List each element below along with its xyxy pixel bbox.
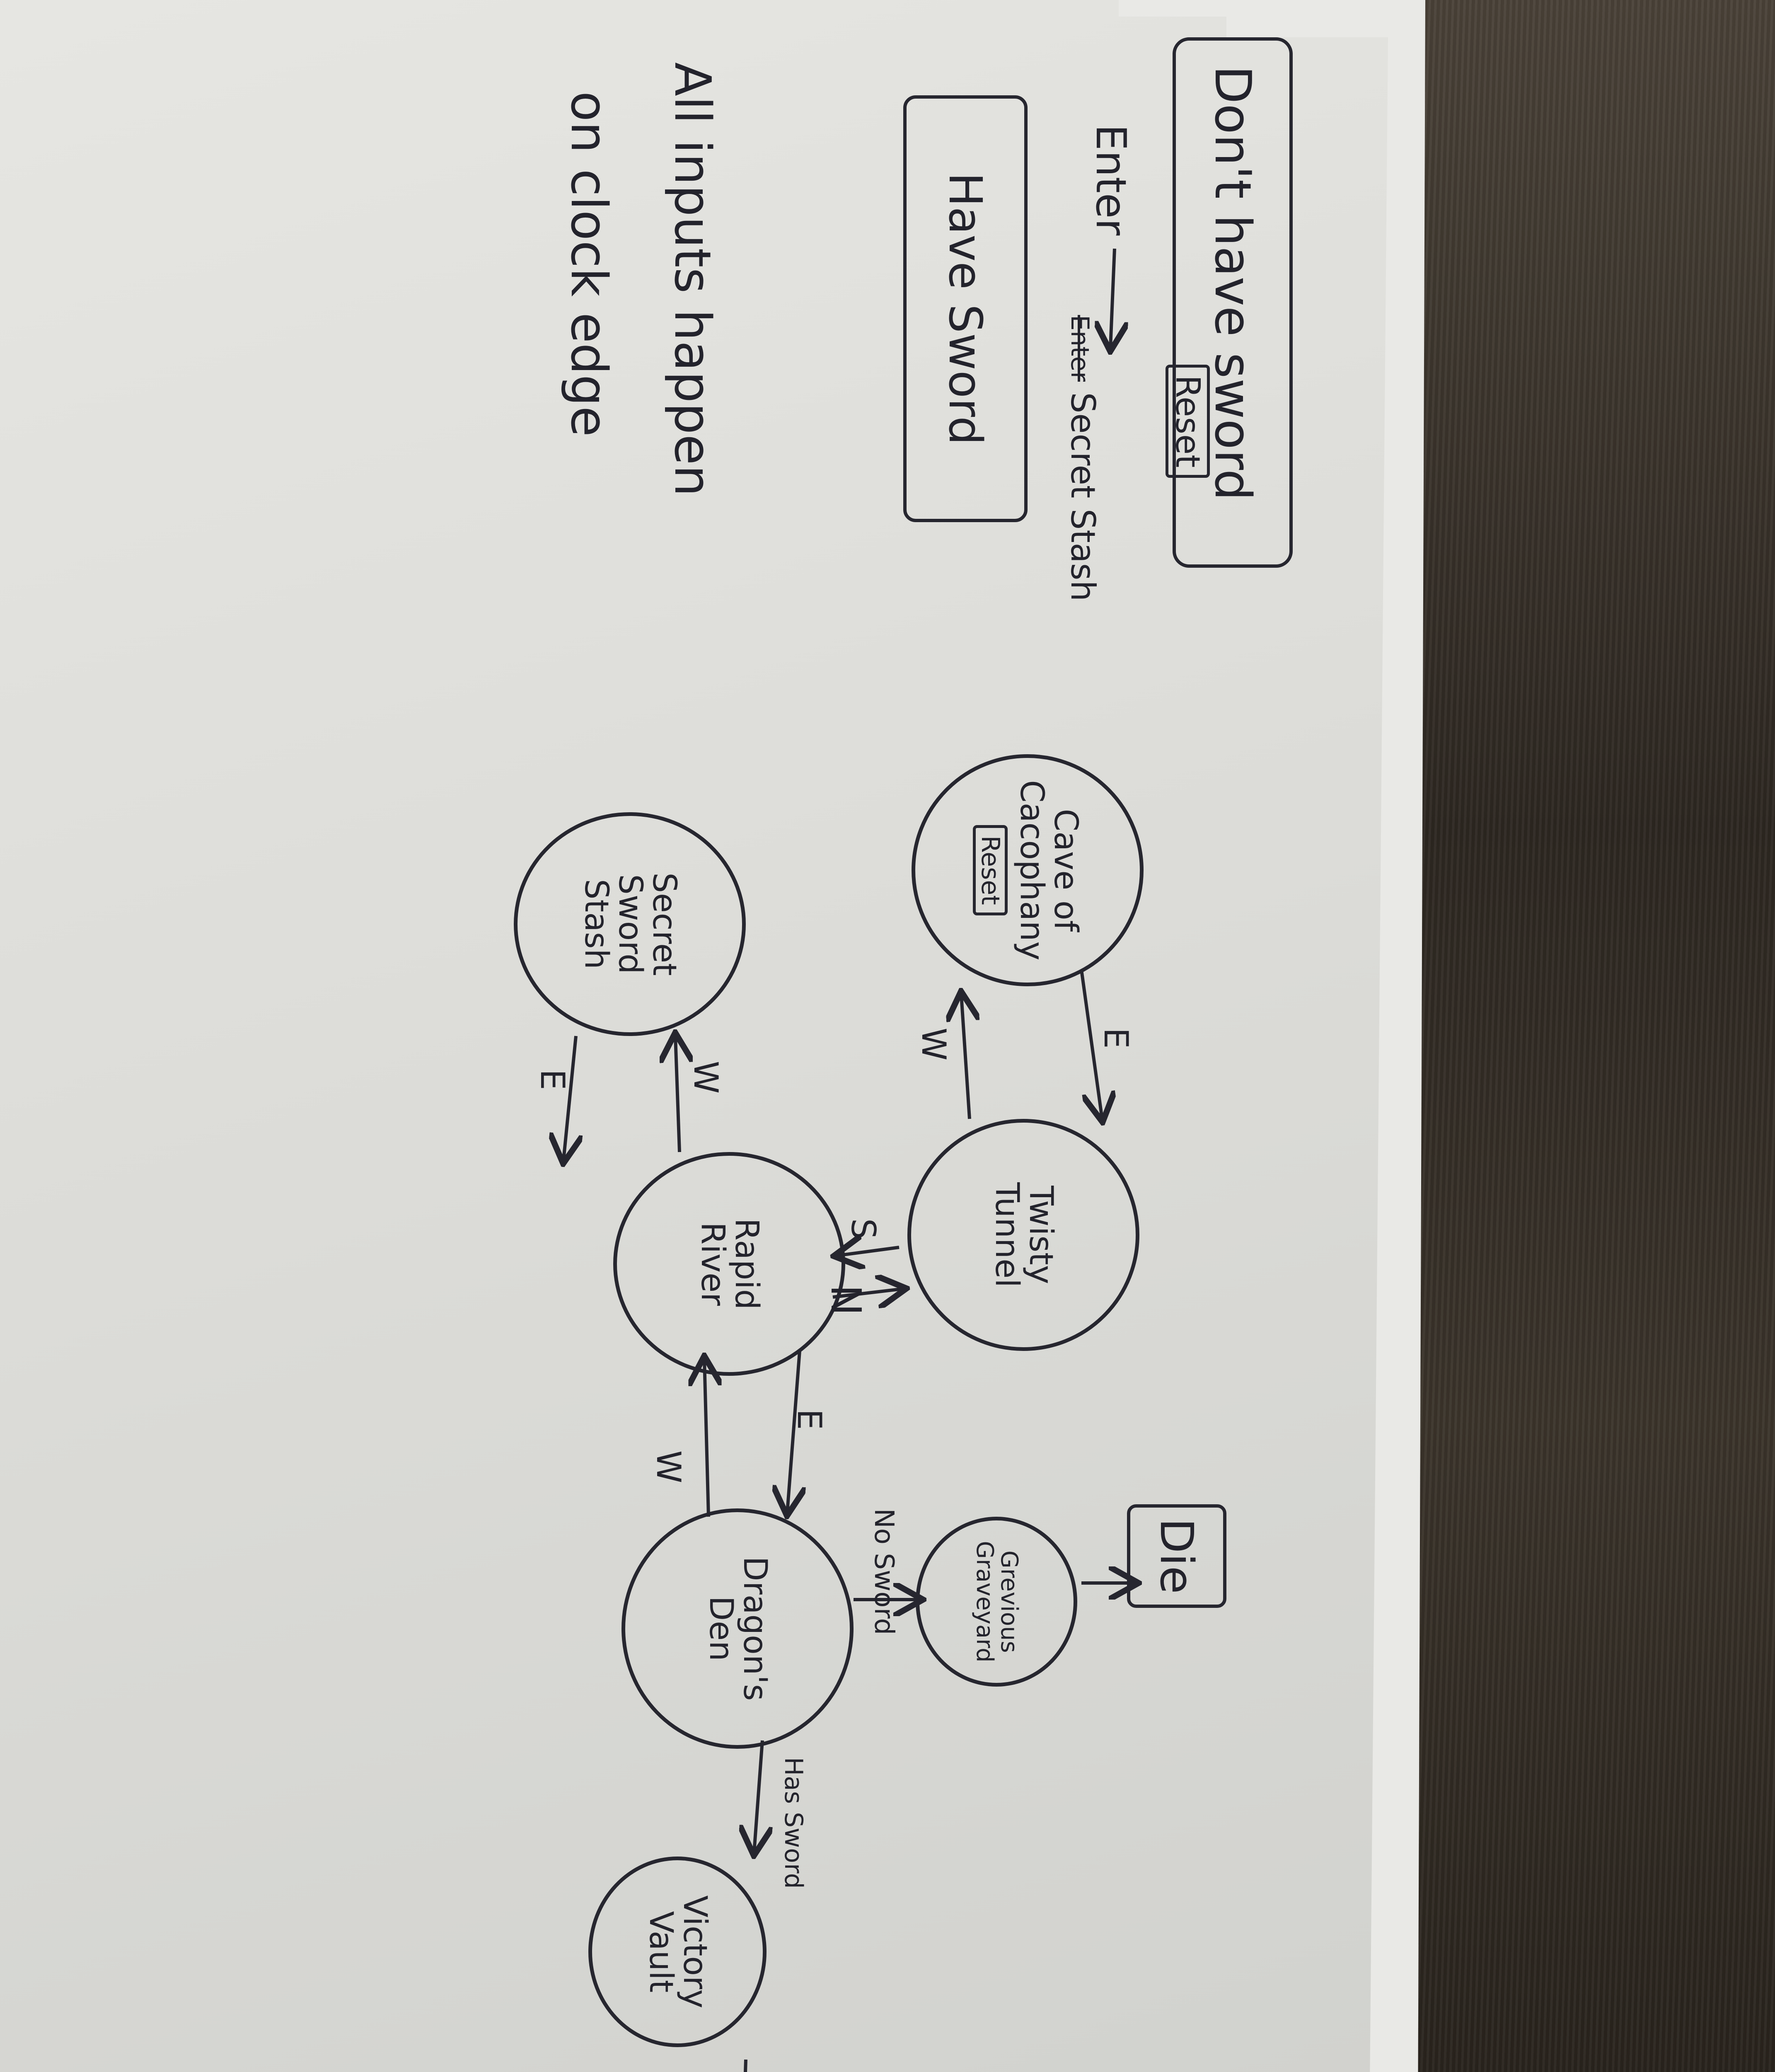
edge-label-cave-tunnel: E <box>1097 1028 1135 1049</box>
have-sword-label: Have Sword <box>939 172 992 445</box>
edge-label-stash-river: E <box>533 1069 572 1090</box>
state-label: Stash <box>578 879 615 969</box>
edge-label-has-sword: Has Sword <box>779 1757 808 1889</box>
state-label: Secret <box>645 872 683 976</box>
state-label: Cacophany <box>1013 780 1050 961</box>
edge-label-river-stash: W <box>687 1061 725 1094</box>
clock-note-line2: on clock edge <box>560 91 617 437</box>
state-label: Victory <box>676 1895 713 2009</box>
state-cave-of-cacophany: Cave of Cacophany Reset <box>912 754 1144 986</box>
enter-secret-stash-label: Enter Secret Stash <box>1064 315 1102 601</box>
edge-label-tunnel-river: S <box>844 1218 883 1239</box>
legend-arrow <box>1110 248 1115 348</box>
state-label: Sword <box>611 874 649 974</box>
edge-label-den-river: W <box>649 1450 688 1484</box>
output-die: Die <box>1127 1504 1226 1608</box>
state-label: Cave of <box>1047 808 1084 932</box>
clock-note-line1: All inputs happen <box>663 62 721 497</box>
reset-badge: Reset <box>973 825 1008 915</box>
edge-label-river-den: E <box>790 1409 829 1430</box>
secret-stash-text: Secret Stash <box>1064 392 1102 602</box>
state-label: Graveyard <box>971 1541 998 1663</box>
no-sword-label: Don't have sword <box>1204 65 1262 501</box>
diagram-canvas: Don't have sword Reset Enter Enter Secre… <box>0 37 1367 2072</box>
paper-sheet <box>0 0 1388 2072</box>
edge-label-river-tunnel: N <box>822 1285 870 1316</box>
state-dragons-den: Dragon's Den <box>621 1508 854 1749</box>
reset-badge: Reset <box>1166 365 1210 478</box>
transition-arrows <box>0 248 1367 2072</box>
state-label: River <box>694 1222 731 1306</box>
state-secret-sword-stash: Secret Sword Stash <box>514 812 746 1036</box>
state-victory-vault: Victory Vault <box>588 1857 767 2047</box>
edge-label-no-sword: No Sword <box>868 1508 899 1635</box>
state-label: Grevious <box>995 1550 1023 1653</box>
edge-label-tunnel-cave: W <box>914 1028 953 1061</box>
state-label: Dragon's <box>736 1556 774 1701</box>
wood-table-background <box>1417 0 1775 2072</box>
state-twisty-tunnel: Twisty Tunnel <box>907 1119 1139 1351</box>
state-label: Rapid <box>728 1218 765 1310</box>
struck-text: Enter <box>1065 315 1094 382</box>
state-box-no-sword: Don't have sword <box>1173 37 1293 568</box>
state-label: Twisty <box>1022 1186 1059 1284</box>
enter-label: Enter <box>1087 124 1135 236</box>
state-label: Tunnel <box>988 1182 1025 1288</box>
die-label: Die <box>1150 1518 1203 1594</box>
state-rapid-river: Rapid River <box>613 1152 845 1376</box>
state-box-have-sword: Have Sword <box>903 95 1028 522</box>
state-label: Vault <box>642 1911 680 1993</box>
state-grevious-graveyard: Grevious Graveyard <box>916 1517 1077 1687</box>
state-label: Den <box>702 1596 740 1661</box>
